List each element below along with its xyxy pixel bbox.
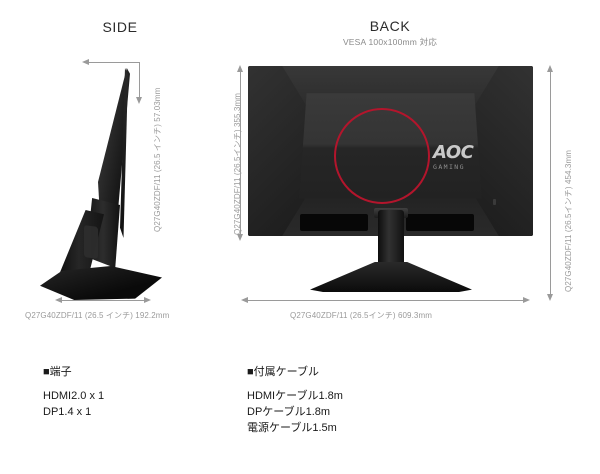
back-panel-height-label: Q27G40ZDF/11 (26.5インチ) 355.3mm [233,92,242,235]
back-width-arrow-line [248,300,523,301]
cables-spec-line: 電源ケーブル1.5m [247,421,337,434]
vesa-mount-highlight-circle [334,108,430,204]
aoc-wordmark: AOC [433,142,474,163]
port-bay-left [300,214,368,231]
cables-spec-line: HDMIケーブル1.8m [247,390,343,402]
side-depth-arrow-left-head [82,58,89,65]
side-depth-arrow-down-head [135,97,142,104]
ports-spec-line: DP1.4 x 1 [43,405,92,418]
side-depth-arrow-horizontal-line [88,62,140,63]
cables-spec-heading: ■付属ケーブル [247,366,319,378]
side-stand-cable-slot [84,225,98,259]
port-bay-right [406,214,474,231]
side-depth-arrow-vertical-line [139,62,140,98]
side-width-label: Q27G40ZDF/11 (26.5 インチ) 192.2mm [25,311,170,320]
back-stand-neck [378,210,404,270]
back-chassis: AOC GAMING [248,66,533,236]
side-width-arrow-left-head [55,296,62,303]
side-width-arrow-right-head [144,296,151,303]
back-width-label: Q27G40ZDF/11 (26.5インチ) 609.3mm [290,311,433,320]
ports-spec-block: ■端子 HDMI2.0 x 1 DP1.4 x 1 [43,363,104,421]
back-total-height-label: Q27G40ZDF/11 (26.5インチ) 454.3mm [564,149,573,292]
aoc-brand-logo: AOC GAMING [433,144,499,171]
back-panel-height-arrow-line [240,72,241,235]
back-view-monitor-illustration: AOC GAMING [248,66,533,294]
back-total-height-arrow-line [550,72,551,295]
side-view-monitor-illustration [30,58,180,300]
back-stand-base [310,262,472,292]
back-panel-height-arrow-down-head [236,234,243,241]
back-view-vesa-note: VESA 100x100mm 対応 [342,37,438,47]
cables-spec-block: ■付属ケーブル HDMIケーブル1.8m DPケーブル1.8m 電源ケーブル1.… [247,363,343,437]
back-width-arrow-right-head [523,296,530,303]
back-total-height-arrow-up-head [546,65,553,72]
aoc-gaming-subtext: GAMING [433,163,465,171]
back-total-height-arrow-down-head [546,294,553,301]
side-width-arrow-line [62,300,144,301]
side-panel-edge [120,68,128,238]
ports-spec-heading: ■端子 [43,366,72,378]
cables-spec-line: DPケーブル1.8m [247,405,331,418]
side-view-title: SIDE [102,19,138,35]
power-led-indicator [493,199,496,205]
back-view-title: BACK [369,18,411,34]
back-panel-height-arrow-up-head [236,65,243,72]
side-stand-base [40,266,162,300]
back-width-arrow-left-head [241,296,248,303]
ports-spec-line: HDMI2.0 x 1 [43,390,105,402]
